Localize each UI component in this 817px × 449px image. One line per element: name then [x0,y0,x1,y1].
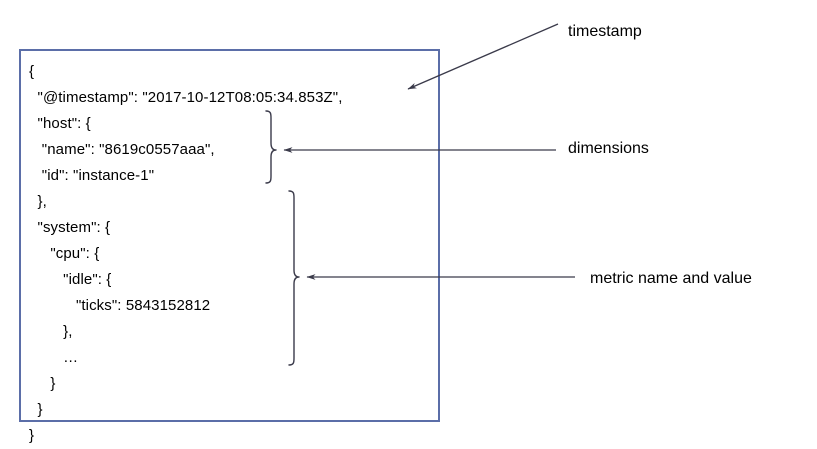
json-line-system-open: "system": { [29,219,111,236]
json-line: { [29,63,35,80]
annotation-label-metric: metric name and value [590,270,752,287]
json-line-system-close: } [29,401,43,418]
json-code-block: { "@timestamp": "2017-10-12T08:05:34.853… [29,59,342,449]
json-line-host-name: "name": "8619c0557aaa", [29,141,215,158]
json-line-ellipsis: … [29,349,79,366]
json-line-timestamp: "@timestamp": "2017-10-12T08:05:34.853Z"… [29,89,343,106]
annotation-label-timestamp: timestamp [568,23,642,40]
json-line-ticks: "ticks": 5843152812 [29,297,211,314]
json-document-box: { "@timestamp": "2017-10-12T08:05:34.853… [19,49,440,444]
diagram-canvas: { "@timestamp": "2017-10-12T08:05:34.853… [19,23,752,444]
json-line-idle-close: }, [29,323,73,340]
json-line-cpu-open: "cpu": { [29,245,100,262]
json-line-idle-open: "idle": { [29,271,112,288]
json-line-host-id: "id": "instance-1" [29,167,155,184]
annotation-label-dimensions: dimensions [568,140,649,157]
json-line-host-open: "host": { [29,115,91,132]
json-line-root-close: } [29,427,35,444]
json-line-host-close: }, [29,193,47,210]
json-line-cpu-close: } [29,375,56,392]
